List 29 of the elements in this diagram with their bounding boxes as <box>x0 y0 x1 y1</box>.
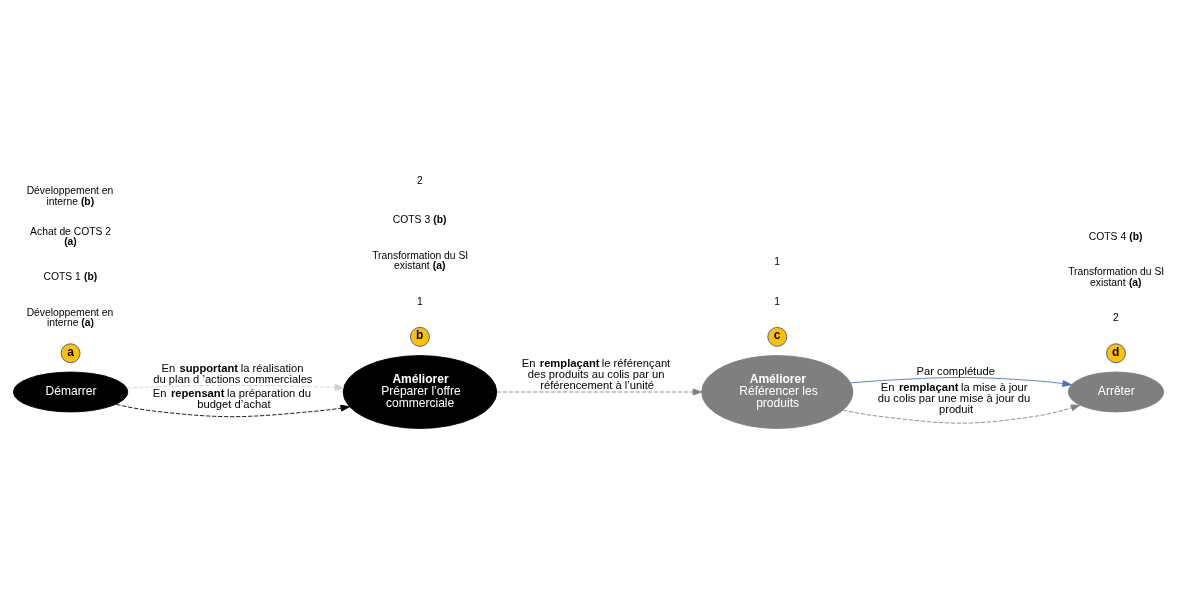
node-ellipse: Améliorer Référencer les produits <box>701 355 854 429</box>
node-circle: c <box>767 326 788 347</box>
label: 2 <box>416 174 423 186</box>
label: 1 <box>416 296 423 308</box>
label: Développement en interne (a) <box>26 306 114 329</box>
label: 1 <box>774 255 780 267</box>
node-circle: a <box>60 343 81 364</box>
label: Achat de COTS 2 (a) <box>30 225 112 248</box>
edge-label: En remplaçant le référençant des produits au colis par un référencement à l’unité <box>521 356 671 391</box>
node-ellipse: Démarrer <box>12 371 129 413</box>
label: Transformation du SI existant (a) <box>1068 266 1165 288</box>
edge-label: En remplaçant la mise à jour du colis par une mise à jour du produit <box>877 380 1031 416</box>
node-circle: b <box>410 326 430 347</box>
arrow <box>842 404 1081 424</box>
edge-label: Par complétude <box>916 365 995 378</box>
label: COTS 1 (b) <box>43 271 98 283</box>
label: COTS 4 (b) <box>1088 230 1143 242</box>
node-circle: d <box>1106 343 1126 364</box>
arrow <box>496 388 703 396</box>
label: Transformation du SI existant (a) <box>372 250 469 272</box>
arrow <box>126 383 345 391</box>
label: 1 <box>774 296 780 308</box>
arrow <box>850 377 1072 387</box>
label: COTS 3 (b) <box>392 214 447 226</box>
label: 2 <box>1112 312 1119 324</box>
arrow <box>115 403 351 418</box>
label: Développement en interne (b) <box>26 185 114 207</box>
edge-label: En supportant la réalisation du plan d ’actions commerciales <box>153 361 313 385</box>
edge-label: En repensant la préparation du budget d’achat <box>152 386 311 410</box>
